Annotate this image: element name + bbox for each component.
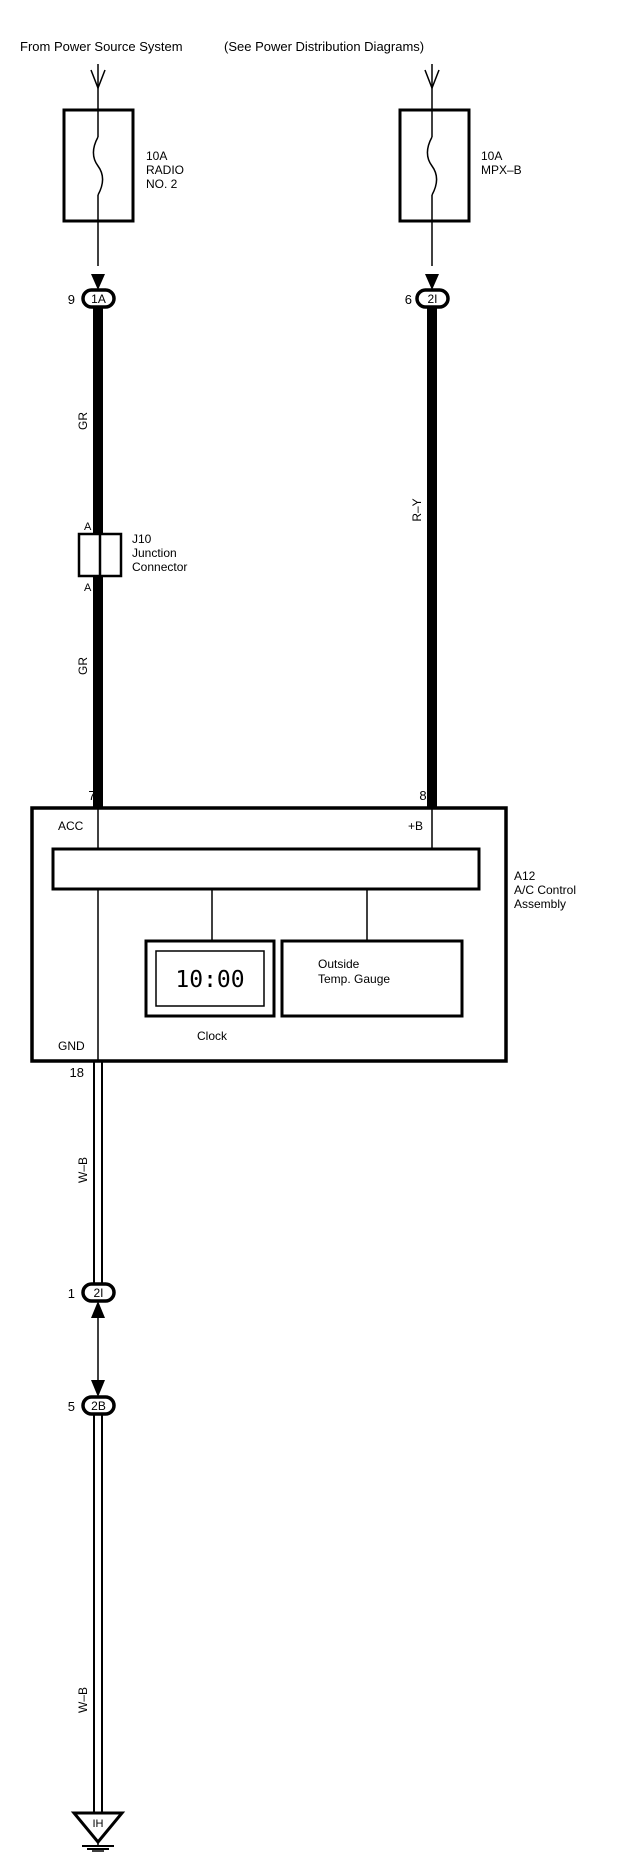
connector-2b-code: 2B: [91, 1399, 106, 1413]
junction-pin-top: A: [84, 521, 92, 533]
connector-2i-bottom: 2I: [81, 1282, 116, 1303]
outside-temp-gauge: [280, 939, 464, 1018]
connector-1a-pin: 9: [68, 292, 75, 307]
clock-label: Clock: [197, 1029, 228, 1043]
connector-2i-bottom-code: 2I: [93, 1286, 103, 1300]
assembly-pin-b: 8: [419, 788, 426, 803]
left-feed: [90, 64, 106, 110]
arrow-down-icon: [91, 1380, 105, 1397]
ac-control-assembly: [30, 806, 508, 1063]
wire-wb-lower: W–B: [76, 1687, 90, 1713]
assembly-pin-acc: 7: [88, 788, 95, 803]
assembly-id: A12: [514, 869, 536, 883]
ground-point: IH: [70, 1811, 126, 1852]
assembly-label-acc: ACC: [58, 819, 84, 833]
right-feed: [424, 64, 440, 110]
junction-id: J10: [132, 532, 152, 546]
junction-name1: Junction: [132, 546, 177, 560]
wire-wb-lower-line: [93, 1414, 103, 1813]
assembly-name2: Assembly: [514, 897, 566, 911]
connector-2b: 2B: [81, 1395, 116, 1416]
connector-2i-top-pin: 6: [405, 292, 412, 307]
arrow-up-icon: [91, 1301, 105, 1318]
connector-1a: 1A: [81, 288, 116, 309]
header-source: From Power Source System: [20, 39, 183, 54]
fuse-icon: [92, 136, 104, 196]
assembly-label-b: +B: [408, 819, 423, 833]
fuse-icon: [426, 136, 438, 196]
connector-2i-top: 2I: [415, 288, 450, 309]
wire-ry: R–Y: [410, 498, 424, 521]
wire-wb-upper: W–B: [76, 1157, 90, 1183]
fuse-radio-no2: [62, 108, 135, 223]
fuse-mpx-amp: 10A: [481, 149, 502, 163]
wire-wb-upper-line: [93, 1061, 103, 1284]
junction-name2: Connector: [132, 560, 187, 574]
fuse-mpx-name1: MPX–B: [481, 163, 522, 177]
fuse-radio-name2: NO. 2: [146, 177, 178, 191]
assembly-name1: A/C Control: [514, 883, 576, 897]
arrow-icon: [425, 274, 439, 290]
arrow-icon: [91, 274, 105, 290]
connector-2i-bottom-pin: 1: [68, 1286, 75, 1301]
gauge-line1: Outside: [318, 957, 360, 971]
header-note: (See Power Distribution Diagrams): [224, 39, 424, 54]
assembly-label-gnd: GND: [58, 1039, 85, 1053]
wire-gr-upper: GR: [76, 412, 90, 430]
gauge-line2: Temp. Gauge: [318, 972, 390, 986]
fuse-mpx-b: [398, 108, 471, 223]
ground-code: IH: [93, 1818, 104, 1830]
fuse-radio-amp: 10A: [146, 149, 167, 163]
junction-j10: [77, 532, 123, 578]
clock-display: [155, 950, 265, 1007]
connector-2b-pin: 5: [68, 1399, 75, 1414]
clock-time: 10:00: [175, 967, 244, 993]
wire-gr-lower: GR: [76, 657, 90, 675]
junction-pin-bottom: A: [84, 582, 92, 594]
connector-1a-code: 1A: [91, 292, 106, 306]
assembly-pin-gnd: 18: [70, 1065, 84, 1080]
connector-2i-top-code: 2I: [427, 292, 437, 306]
fuse-radio-name1: RADIO: [146, 163, 184, 177]
